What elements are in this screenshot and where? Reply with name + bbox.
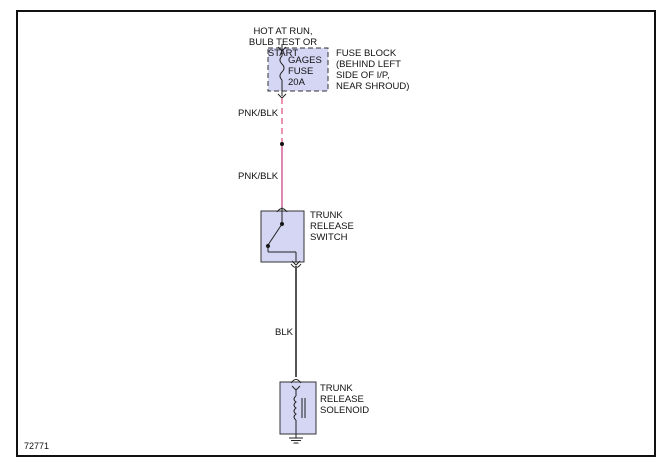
solenoid-label: TRUNK RELEASE SOLENOID [320, 383, 370, 416]
diagram-frame [16, 10, 656, 457]
wire-label-blk: BLK [275, 327, 293, 338]
solenoid-coil-icon [293, 390, 306, 434]
switch-top-connector [276, 207, 288, 222]
splice-point [280, 142, 284, 146]
fuse-block [267, 47, 329, 92]
fuse-label: GAGES FUSE 20A [288, 55, 322, 88]
fuse-block-label: FUSE BLOCK (BEHIND LEFT SIDE OF I/P, NEA… [336, 48, 410, 92]
diagram-number: 72771 [24, 441, 50, 451]
wire-label-lower: PNK/BLK [238, 171, 279, 182]
wire-label-upper: PNK/BLK [238, 108, 279, 119]
power-source-label: HOT AT RUN, BULB TEST OR START [248, 26, 318, 59]
switch-label: TRUNK RELEASE SWITCH [310, 210, 354, 243]
switch-contact-icon [265, 221, 297, 262]
fuse-symbol [279, 44, 285, 96]
trunk-release-solenoid [279, 381, 317, 435]
ground-icon [289, 434, 303, 444]
fuse-top-connector [277, 46, 287, 52]
